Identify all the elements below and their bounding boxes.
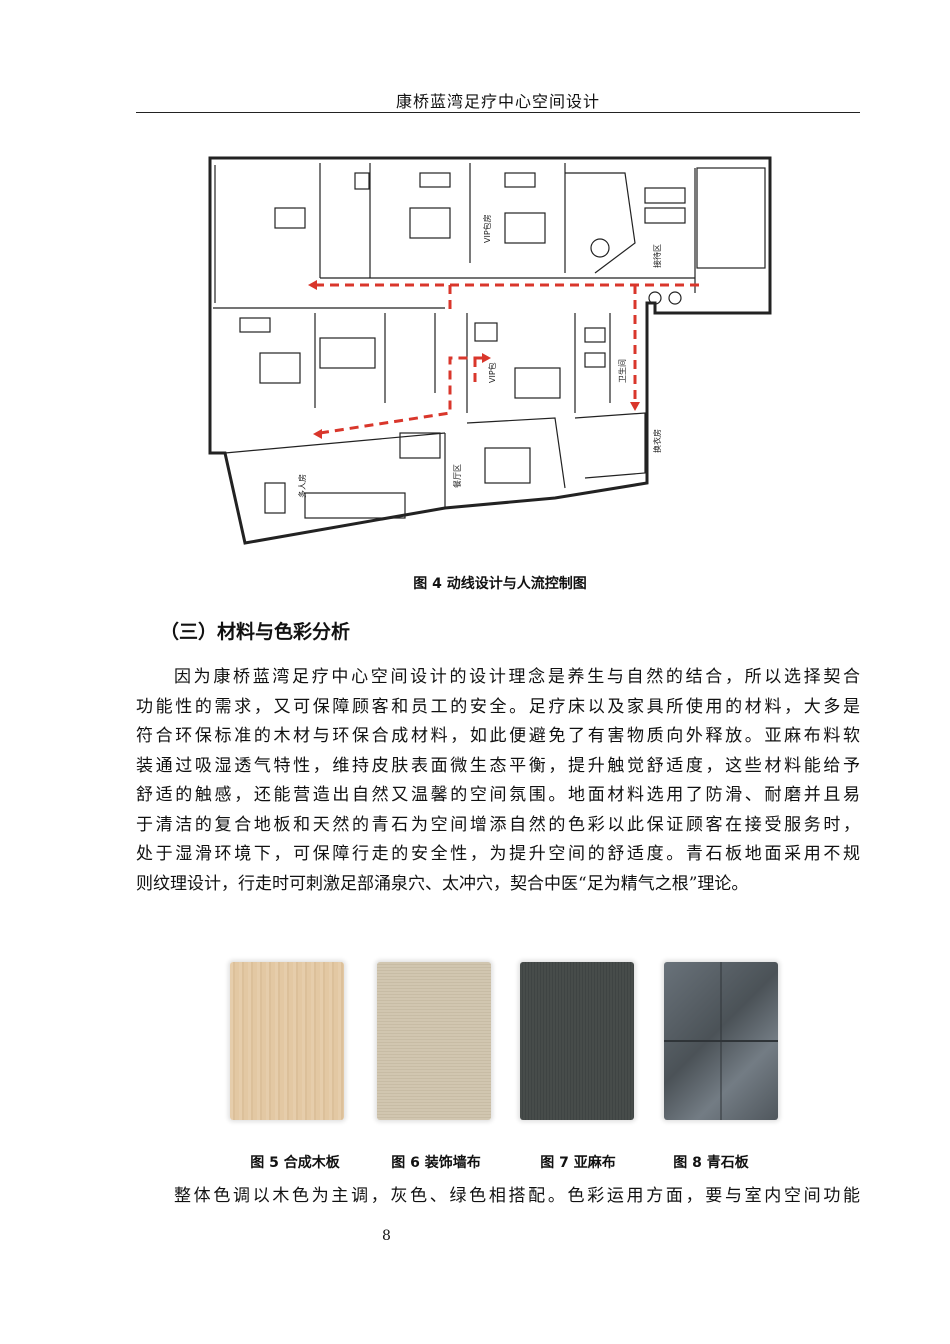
swatch-composite-wood bbox=[230, 962, 344, 1120]
paragraph-materials: 因为康桥蓝湾足疗中心空间设计的设计理念是养生与自然的结合，所以选择契合 功能性的… bbox=[136, 663, 860, 899]
figure-5-caption: 图 5 合成木板 bbox=[250, 1155, 340, 1171]
floor-plan-figure: 接待区 VIP包房 VIP包 卫生间 换衣房 餐厅区 多人房 bbox=[208, 156, 772, 545]
svg-text:接待区: 接待区 bbox=[652, 244, 662, 268]
svg-text:餐厅区: 餐厅区 bbox=[453, 464, 462, 488]
paragraph-line: 符合环保标准的木材与环保合成材料，如此便避免了有害物质向外释放。亚麻布料软 bbox=[136, 726, 860, 746]
paragraph-line: 装通过吸湿透气特性，维持皮肤表面微生态平衡，提升触觉舒适度，这些材料能给予 bbox=[136, 755, 860, 776]
page-number: 8 bbox=[382, 1228, 391, 1244]
svg-text:卫生间: 卫生间 bbox=[617, 359, 627, 383]
section-title: （三）材料与色彩分析 bbox=[160, 621, 351, 643]
figure-4-caption: 图 4 动线设计与人流控制图 bbox=[413, 576, 587, 592]
paragraph-line: 整体色调以木色为主调，灰色、绿色相搭配。色彩运用方面，要与室内空间功能 bbox=[174, 1186, 860, 1206]
figure-6-caption: 图 6 装饰墙布 bbox=[391, 1155, 481, 1171]
swatch-bluestone bbox=[664, 962, 778, 1120]
svg-text:多人房: 多人房 bbox=[297, 474, 307, 498]
svg-text:换衣房: 换衣房 bbox=[652, 429, 662, 453]
paragraph-line: 舒适的触感，还能营造出自然又温馨的空间氛围。地面材料选用了防滑、耐磨并且易 bbox=[136, 785, 860, 805]
paragraph-line: 因为康桥蓝湾足疗中心空间设计的设计理念是养生与自然的结合，所以选择契合 bbox=[174, 667, 860, 687]
page-header-title: 康桥蓝湾足疗中心空间设计 bbox=[395, 92, 600, 111]
paragraph-line: 于清洁的复合地板和天然的青石为空间增添自然的色彩以此保证顾客在接受服务时， bbox=[136, 814, 860, 835]
paragraph-color: 整体色调以木色为主调，灰色、绿色相搭配。色彩运用方面，要与室内空间功能 bbox=[136, 1182, 860, 1212]
paragraph-line: 功能性的需求，又可保障顾客和员工的安全。足疗床以及家具所使用的材料，大多是 bbox=[136, 696, 860, 717]
figure-8-caption: 图 8 青石板 bbox=[673, 1155, 749, 1171]
svg-text:VIP包房: VIP包房 bbox=[482, 214, 492, 243]
figure-7-caption: 图 7 亚麻布 bbox=[540, 1155, 616, 1171]
svg-text:VIP包: VIP包 bbox=[487, 362, 497, 383]
swatch-wall-fabric bbox=[377, 962, 491, 1120]
paragraph-line: 则纹理设计，行走时可刺激足部涌泉穴、太冲穴，契合中医“足为精气之根”理论。 bbox=[136, 873, 749, 894]
paragraph-line: 处于湿滑环境下，可保障行走的安全性，为提升空间的舒适度。青石板地面采用不规 bbox=[136, 844, 860, 864]
header-rule bbox=[136, 112, 860, 113]
swatch-linen bbox=[520, 962, 634, 1120]
